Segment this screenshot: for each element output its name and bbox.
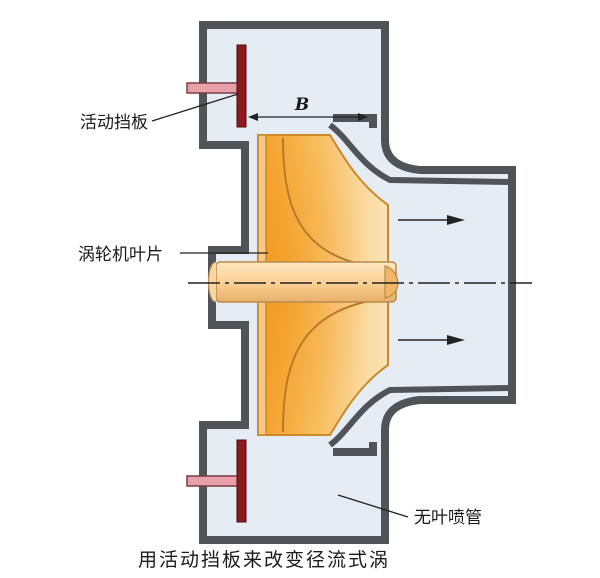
outlet-lower-wall (328, 385, 513, 448)
shaft (215, 261, 397, 303)
shaft-end (207, 261, 217, 303)
leader-movable-baffle (151, 93, 239, 122)
nozzle-lower-lip (333, 442, 377, 456)
dimension-b: B (248, 95, 368, 121)
shaft-tip (384, 265, 399, 299)
dimension-b-label: B (294, 95, 309, 115)
movable-baffle-lower[interactable] (236, 439, 247, 523)
outlet-upper-wall (328, 122, 513, 185)
movable-baffle-upper[interactable] (236, 44, 247, 128)
label-turbine-blade: 涡轮机叶片 (78, 245, 163, 265)
label-movable-baffle: 活动挡板 (80, 113, 148, 133)
leader-vaneless-nozzle (337, 494, 409, 518)
nozzle-upper-lip (333, 114, 377, 128)
blade-curve-lower (282, 297, 386, 433)
flow-arrow-upper (398, 215, 465, 225)
label-vaneless-nozzle: 无叶喷管 (414, 508, 482, 528)
baffle-rod-upper (186, 82, 240, 94)
baffle-rod-lower (186, 475, 240, 487)
caption: 用活动挡板来改变径流式涡 (138, 549, 390, 571)
flow-arrow-lower (398, 335, 465, 345)
